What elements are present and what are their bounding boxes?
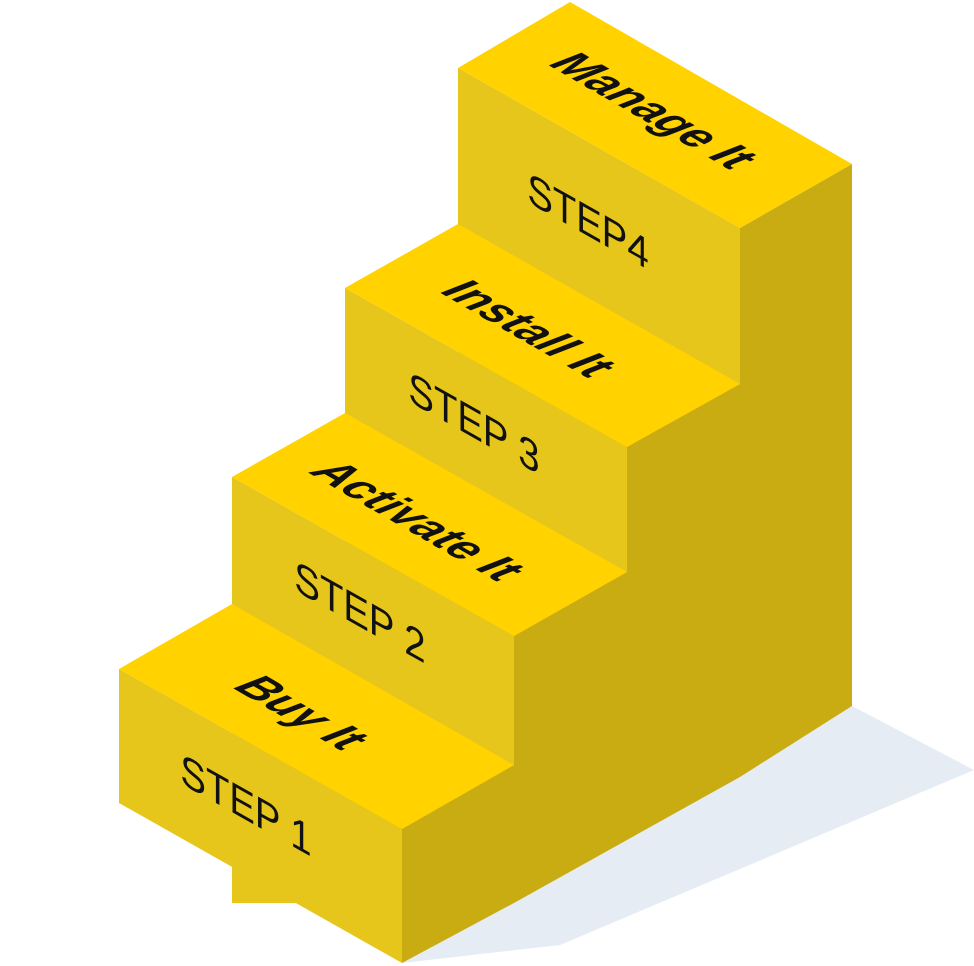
step-4-side-face [740,164,852,777]
step-3-side-face [627,384,740,840]
step-1-block [119,604,514,963]
step-2-top-face [232,413,627,636]
staircase-shadow [402,706,974,963]
step-1-side-face [402,765,514,963]
step-2-side-face [514,572,627,903]
step-1-top-face [119,604,514,829]
step-3-top-face [345,224,740,447]
step-4-top-face [458,2,852,228]
step-1-front-face [119,669,402,963]
